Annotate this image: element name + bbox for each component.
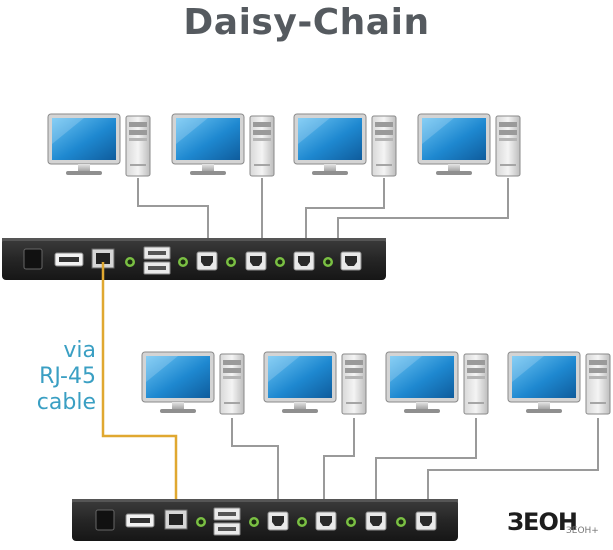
watermark-sub: ЗЕОН+ — [566, 526, 599, 536]
connection-label-line: RJ-45 — [39, 364, 96, 389]
computer-icon — [293, 113, 397, 177]
computer-icon — [507, 351, 611, 415]
rj45-cable — [101, 262, 178, 517]
computer-icon — [385, 351, 489, 415]
computer-icon — [171, 113, 275, 177]
kvm-cable — [137, 178, 509, 246]
connection-label: via RJ-45 cable — [14, 338, 96, 416]
kvm-switch — [2, 238, 386, 280]
watermark-logo: ЗЕОН — [507, 508, 578, 536]
connection-label-line: cable — [36, 390, 96, 415]
computer-icon — [141, 351, 245, 415]
kvm-cable — [231, 418, 599, 508]
computer-icon — [263, 351, 367, 415]
diagram-title: Daisy-Chain — [183, 2, 430, 43]
computer-icon — [417, 113, 521, 177]
kvm-switch — [72, 499, 458, 541]
connection-label-line: via — [63, 338, 96, 363]
computer-icon — [47, 113, 151, 177]
